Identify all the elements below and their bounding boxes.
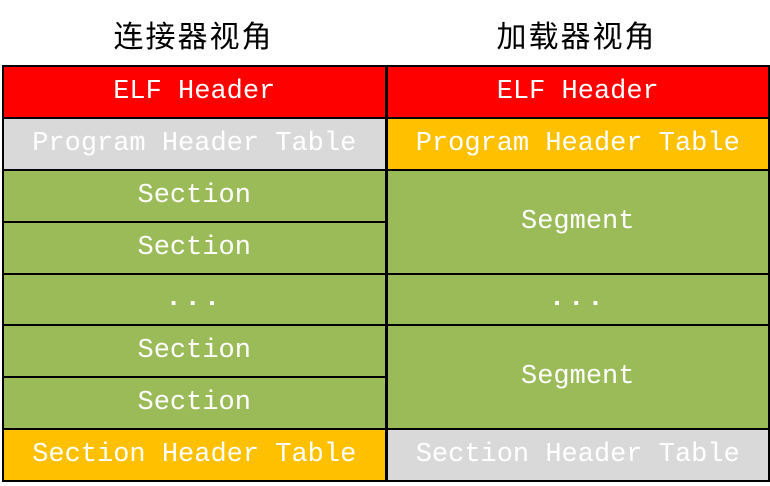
linker-view-title: 连接器视角	[113, 20, 274, 55]
elf-structure-table: ELF Header Program Header Table Section …	[2, 65, 770, 482]
loader-section-header-table-cell: Section Header Table	[387, 430, 768, 480]
linker-view-column: ELF Header Program Header Table Section …	[4, 67, 385, 480]
linker-section-3-cell: Section	[4, 326, 385, 377]
linker-section-header-table-cell: Section Header Table	[4, 430, 385, 480]
linker-elf-header-cell: ELF Header	[4, 67, 385, 117]
linker-section-4-cell: Section	[4, 378, 385, 429]
linker-program-header-table-cell: Program Header Table	[4, 118, 385, 169]
loader-program-header-table-cell: Program Header Table	[387, 118, 768, 169]
loader-segment-1-cell: Segment	[387, 170, 768, 273]
loader-ellipsis-cell: ...	[387, 274, 768, 325]
loader-elf-header-cell: ELF Header	[387, 67, 768, 117]
linker-section-1-cell: Section	[4, 170, 385, 221]
linker-ellipsis-cell: ...	[4, 274, 385, 325]
loader-segment-2-cell: Segment	[387, 326, 768, 429]
loader-view-title: 加载器视角	[496, 20, 657, 55]
column-titles: 连接器视角 加载器视角	[2, 6, 768, 62]
loader-view-column: ELF Header Program Header Table Segment …	[387, 67, 768, 480]
linker-section-2-cell: Section	[4, 222, 385, 273]
